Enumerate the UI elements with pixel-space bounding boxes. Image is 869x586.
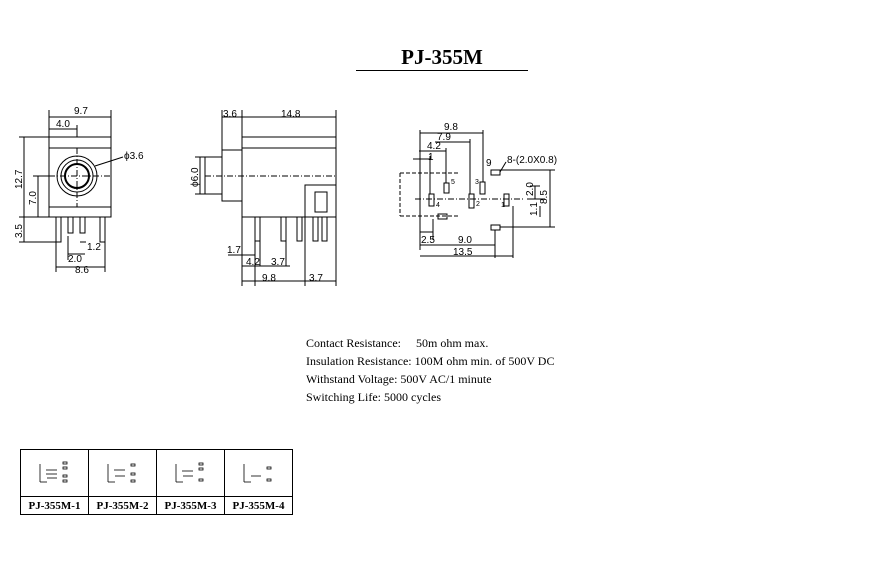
front-pin-offset: 2.0 [68, 254, 82, 265]
spec-label: Insulation Resistance: [306, 354, 412, 368]
fp-dim-9-8: 9.8 [444, 122, 458, 133]
front-height-total: 12.7 [14, 169, 25, 189]
variant-table: PJ-355M-1 PJ-355M-2 PJ-355M-3 PJ-355M-4 [20, 449, 293, 515]
side-body-length: 14.8 [281, 109, 301, 120]
front-width-total: 9.7 [74, 106, 88, 117]
drawing-title: PJ-355M [356, 45, 528, 71]
fp-dim-9-0: 9.0 [458, 235, 472, 246]
front-base-width: 8.6 [75, 265, 89, 276]
front-view [19, 110, 124, 272]
jack-schematic-icon [107, 463, 135, 483]
fp-dim-9: 9 [486, 158, 492, 169]
fp-pin-5: 5 [451, 179, 455, 186]
fp-dim-1: 1 [428, 152, 434, 163]
side-dim-4-2: 4.2 [246, 257, 260, 268]
spec-withstand-voltage: Withstand Voltage: 500V AC/1 minute [306, 370, 554, 388]
variant-schematic-cell [20, 449, 89, 497]
side-dim-3-7-top: 3.7 [271, 257, 285, 268]
side-dim-3-7-bottom: 3.7 [309, 273, 323, 284]
front-pin-length: 3.5 [14, 224, 25, 238]
front-hole-diameter: ϕ3.6 [124, 151, 144, 162]
jack-schematic-icon [39, 461, 67, 483]
spec-label: Switching Life: [306, 390, 381, 404]
fp-dim-13-5: 13.5 [453, 247, 473, 258]
front-pin-width: 1.2 [87, 242, 101, 253]
spec-switching-life: Switching Life: 5000 cycles [306, 388, 554, 406]
variant-label: PJ-355M-4 [224, 496, 293, 515]
spec-value: 100M ohm min. of 500V DC [414, 354, 555, 368]
fp-pin-1: 1 [501, 202, 505, 209]
side-view [195, 110, 337, 286]
fp-dim-1-1: 1.1 [529, 202, 540, 216]
spec-value: 500V AC/1 minute [400, 372, 492, 386]
front-width-inner: 4.0 [56, 119, 70, 130]
front-center-height: 7.0 [28, 191, 39, 205]
variant-schematic-cell [156, 449, 225, 497]
jack-schematic-icon [243, 464, 271, 483]
spec-label: Contact Resistance: [306, 336, 401, 350]
spec-value: 5000 cycles [384, 390, 441, 404]
fp-dim-8-5: 8.5 [539, 190, 550, 204]
fp-pin-3: 3 [475, 179, 479, 186]
jack-schematic-icon [175, 462, 203, 483]
fp-dim-4-2: 4.2 [427, 141, 441, 152]
variant-label: PJ-355M-2 [88, 496, 157, 515]
fp-dim-2-5: 2.5 [421, 235, 435, 246]
fp-pin-4: 4 [436, 202, 440, 209]
pcb-footprint [399, 130, 555, 258]
specifications: Contact Resistance: 50m ohm max. Insulat… [306, 334, 554, 406]
fp-dim-7-9: 7.9 [437, 132, 451, 143]
side-barrel-length: 3.6 [223, 109, 237, 120]
side-dim-9-8: 9.8 [262, 273, 276, 284]
variant-schematic-cell [88, 449, 157, 497]
side-dim-1-7: 1.7 [227, 245, 241, 256]
spec-contact-resistance: Contact Resistance: 50m ohm max. [306, 334, 554, 352]
spec-value: 50m ohm max. [415, 336, 489, 350]
variant-label: PJ-355M-1 [20, 496, 89, 515]
fp-slot-spec: 8-(2.0X0.8) [507, 155, 557, 166]
variant-label: PJ-355M-3 [156, 496, 225, 515]
spec-label: Withstand Voltage: [306, 372, 398, 386]
side-barrel-diameter: ϕ6.0 [190, 167, 201, 187]
variant-schematic-cell [224, 449, 293, 497]
spec-insulation-resistance: Insulation Resistance: 100M ohm min. of … [306, 352, 554, 370]
fp-pin-2: 2 [476, 201, 480, 208]
fp-dim-2-0: 2.0 [525, 182, 536, 196]
